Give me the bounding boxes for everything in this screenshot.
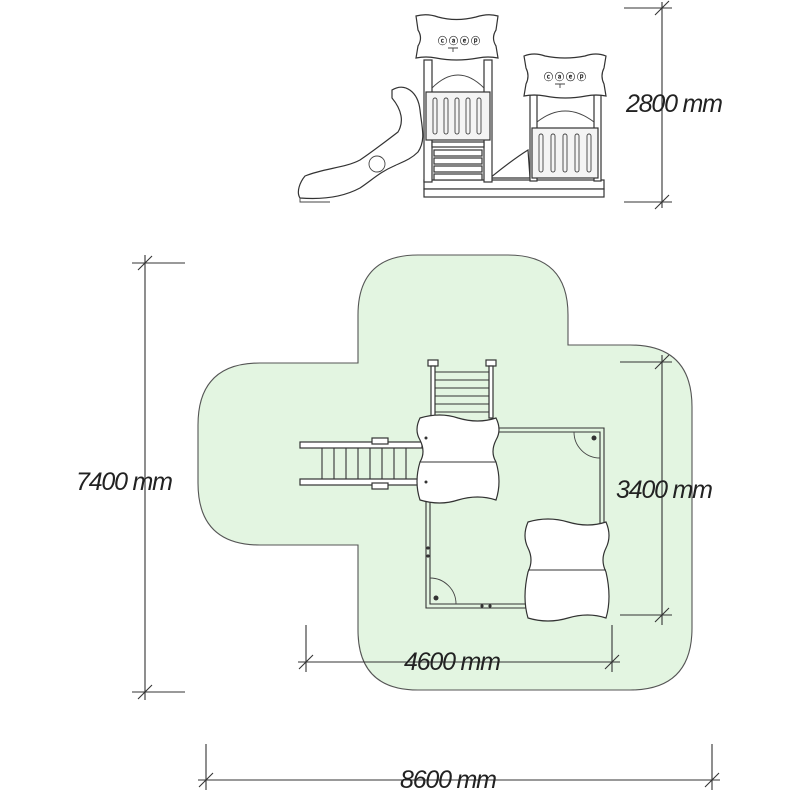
tower-2-roof — [523, 53, 607, 99]
tower-1-elevation: ⓒⓐⓔⓟ — [415, 14, 499, 183]
tower-1-logo: ⓒⓐⓔⓟ — [438, 35, 482, 46]
bridge-ramp — [488, 148, 531, 179]
slide-joint — [368, 155, 386, 173]
tower-1-plan — [416, 414, 500, 504]
slide — [297, 86, 424, 200]
inner-width-label: 4600 mm — [404, 648, 500, 676]
plan-view: 7400 mm 3400 mm 4600 mm 8600 mm — [76, 254, 720, 794]
tower-2-logo: ⓒⓐⓔⓟ — [544, 71, 588, 82]
depth-dimension — [132, 255, 185, 700]
tower-2-rail-panel — [531, 127, 599, 179]
height-label: 2800 mm — [625, 90, 722, 118]
base-beam — [423, 179, 605, 190]
inner-width-dimension — [298, 625, 620, 672]
tower-1-rail-panel — [425, 91, 491, 141]
width-dimension — [198, 744, 720, 790]
tower-1-roof — [415, 14, 499, 61]
inner-depth-dimension — [620, 354, 672, 625]
plan-frame — [425, 427, 605, 609]
width-label: 8600 mm — [400, 766, 496, 794]
depth-label: 7400 mm — [76, 468, 172, 496]
tower-1-steps — [433, 149, 483, 181]
height-dimension — [624, 0, 672, 210]
inner-depth-label: 3400 mm — [616, 476, 712, 504]
tower-2-elevation: ⓒⓐⓔⓟ — [523, 53, 607, 182]
elevation-view: ⓒⓐⓔⓟ ⓒⓐⓔⓟ — [297, 0, 723, 210]
tower-2-plan — [524, 518, 610, 622]
